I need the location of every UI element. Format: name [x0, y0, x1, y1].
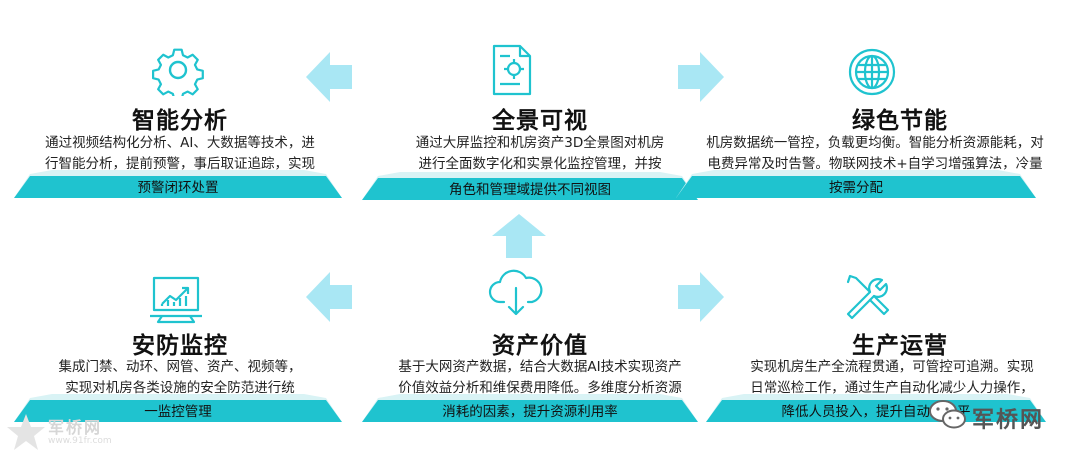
- desc-line: 价值效益分析和维保费用降低。多维度分析资源: [398, 380, 682, 396]
- card-band: 预警闭环处置: [14, 170, 342, 198]
- cloud-download-icon: [488, 269, 543, 316]
- desc-line: 电费异常及时告警。物联网技术+自学习增强算法，冷量: [707, 156, 1043, 172]
- card-description: 集成门禁、动环、网管、资产、视频等， 实现对机房各类设施的安全防范进行统: [20, 357, 340, 399]
- card-band: 一监控管理: [14, 394, 342, 422]
- band-label: 预警闭环处置: [137, 180, 219, 196]
- desc-line: 进行全面数字化和实景化监控管理，并按: [418, 156, 662, 172]
- card-description: 通过大屏监控和机房资产3D全景图对机房 进行全面数字化和实景化监控管理，并按: [368, 133, 712, 175]
- watermark-left: 军桥网 www.91fr.com: [6, 408, 146, 460]
- watermark-right: 军桥网: [928, 396, 1076, 436]
- card-title: 智能分析: [132, 108, 228, 134]
- band-label: 消耗的因素，提升资源利用率: [442, 404, 618, 420]
- card-title: 生产运营: [852, 333, 948, 359]
- desc-line: 通过视频结构化分析、AI、大数据等技术，进: [45, 135, 315, 151]
- desc-line: 行智能分析，提前预警，事后取证追踪，实现: [45, 156, 315, 172]
- desc-line: 基于大网资产数据，结合大数据AI技术实现资产: [398, 359, 682, 375]
- desc-line: 机房数据统一管控，负载更均衡。智能分析资源能耗，对: [706, 135, 1044, 151]
- arrow-left-bottom: [306, 272, 352, 322]
- card-description: 实现机房生产全流程贯通，可管控可追溯。实现 日常巡检工作，通过生产自动化减少人力…: [718, 357, 1066, 399]
- watermark-left-text: 军桥网: [48, 418, 103, 437]
- arrow-right-bottom: [678, 272, 724, 322]
- arrow-left-top: [306, 52, 352, 102]
- arrow-up-center: [492, 214, 546, 258]
- watermark-right-text: 军桥网: [972, 408, 1045, 433]
- card-title: 绿色节能: [852, 108, 948, 134]
- band-label: 一监控管理: [144, 404, 212, 420]
- card-green-energy: 绿色节能 机房数据统一管控，负载更均衡。智能分析资源能耗，对 电费异常及时告警。…: [676, 0, 1080, 210]
- card-asset-value: 资产价值 基于大网资产数据，结合大数据AI技术实现资产 价值效益分析和维保费用降…: [360, 240, 720, 460]
- card-band: 角色和管理域提供不同视图: [362, 172, 698, 200]
- desc-line: 实现机房生产全流程贯通，可管控可追溯。实现: [750, 359, 1034, 375]
- star-logo-icon: [7, 414, 45, 450]
- arrow-right-top: [678, 52, 724, 102]
- band-label: 按需分配: [829, 180, 883, 196]
- monitor-chart-icon: [150, 276, 202, 324]
- watermark-left-url: www.91fr.com: [48, 436, 112, 446]
- card-band: 按需分配: [676, 170, 1036, 198]
- card-panoramic-view: 全景可视 通过大屏监控和机房资产3D全景图对机房 进行全面数字化和实景化监控管理…: [360, 0, 720, 210]
- band-label: 角色和管理域提供不同视图: [449, 182, 611, 198]
- desc-line: 日常巡检工作，通过生产自动化减少人力操作，: [750, 380, 1034, 396]
- wechat-icon: [929, 400, 966, 429]
- card-title: 安防监控: [132, 333, 228, 359]
- document-icon: [492, 44, 532, 96]
- desc-line: 实现对机房各类设施的安全防范进行统: [65, 380, 295, 396]
- band-label: 降低人员投入，提升自动化水平: [781, 404, 971, 420]
- desc-line: 通过大屏监控和机房资产3D全景图对机房: [415, 135, 665, 151]
- desc-line: 集成门禁、动环、网管、资产、视频等，: [58, 359, 302, 375]
- card-description: 机房数据统一管控，负载更均衡。智能分析资源能耗，对 电费异常及时告警。物联网技术…: [690, 133, 1060, 175]
- tools-icon: [846, 274, 890, 320]
- card-smart-analysis: 智能分析 通过视频结构化分析、AI、大数据等技术，进 行智能分析，提前预警，事后…: [0, 0, 360, 210]
- card-title: 资产价值: [492, 333, 588, 359]
- card-description: 通过视频结构化分析、AI、大数据等技术，进 行智能分析，提前预警，事后取证追踪，…: [20, 133, 340, 175]
- card-description: 基于大网资产数据，结合大数据AI技术实现资产 价值效益分析和维保费用降低。多维度…: [366, 357, 714, 399]
- globe-icon: [848, 48, 896, 96]
- card-title: 全景可视: [492, 108, 588, 134]
- gear-icon: [152, 48, 204, 96]
- card-band: 消耗的因素，提升资源利用率: [362, 394, 698, 422]
- card-security-monitoring: 安防监控 集成门禁、动环、网管、资产、视频等， 实现对机房各类设施的安全防范进行…: [0, 240, 360, 460]
